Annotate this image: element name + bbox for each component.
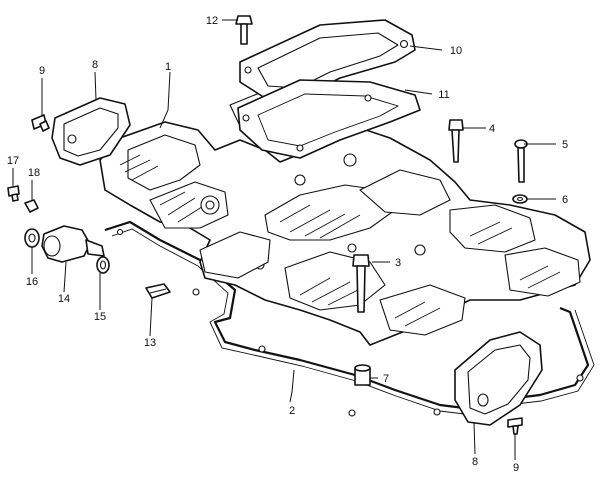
callout-9-right: 9 xyxy=(513,462,519,474)
callout-1: 1 xyxy=(165,61,171,73)
screw-17 xyxy=(7,185,20,202)
bolt-12 xyxy=(235,15,253,45)
bolt-5 xyxy=(514,139,528,183)
spacer-7 xyxy=(354,364,371,386)
o-ring-15 xyxy=(96,256,110,274)
plug-14 xyxy=(41,225,105,263)
clip-13 xyxy=(145,283,171,299)
plug-16 xyxy=(24,228,40,248)
callout-14: 14 xyxy=(58,293,70,305)
callout-11: 11 xyxy=(438,89,449,101)
breather-cover-plate xyxy=(239,19,416,99)
screw-9-right xyxy=(507,417,523,435)
callout-2: 2 xyxy=(289,405,295,417)
callout-labels: 1 2 3 4 5 6 7 8 8 9 9 10 11 12 13 14 15 … xyxy=(7,15,568,474)
callout-9-left: 9 xyxy=(39,65,45,77)
callout-4: 4 xyxy=(489,123,495,135)
bolt-4 xyxy=(448,119,464,163)
callout-8-right: 8 xyxy=(472,456,478,468)
callout-8-left: 8 xyxy=(92,59,98,71)
callout-10: 10 xyxy=(450,45,462,57)
breather-cover-gasket xyxy=(237,79,421,159)
callout-16: 16 xyxy=(26,276,38,288)
screw-9-left xyxy=(31,114,50,132)
leader-lines xyxy=(12,19,556,460)
washer-18 xyxy=(24,199,39,213)
side-cap-left xyxy=(51,97,131,166)
callout-15: 15 xyxy=(94,311,106,323)
cylinder-head-cover xyxy=(99,91,591,346)
side-cap-right xyxy=(454,331,543,426)
callout-17: 17 xyxy=(7,155,19,167)
washer-6 xyxy=(512,194,528,204)
bolt-3 xyxy=(352,254,370,313)
callout-13: 13 xyxy=(144,337,156,349)
callout-18: 18 xyxy=(28,167,40,179)
callout-7: 7 xyxy=(383,373,389,385)
callout-6: 6 xyxy=(562,194,568,206)
callout-3: 3 xyxy=(395,257,401,269)
callout-12: 12 xyxy=(206,15,218,27)
callout-5: 5 xyxy=(562,139,568,151)
